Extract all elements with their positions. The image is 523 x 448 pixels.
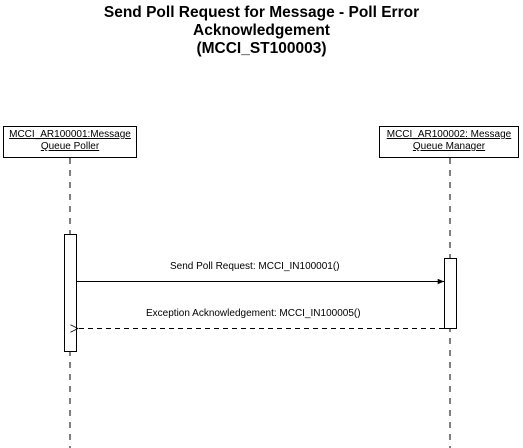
message-label-send-poll-request: Send Poll Request: MCCI_IN100001() — [170, 261, 340, 272]
title-line-1: Send Poll Request for Message - Poll Err… — [103, 4, 420, 21]
activation-bar-right — [444, 258, 457, 329]
message-label-exception-acknowledgement: Exception Acknowledgement: MCCI_IN100005… — [146, 308, 361, 319]
actor-left-line-2: Queue Poller — [40, 141, 100, 152]
actor-right-line-2: Queue Manager — [412, 141, 486, 152]
actor-right-line-1: MCCI_AR100002: Message — [386, 129, 512, 140]
actor-left-line-1: MCCI_AR100001:Message — [9, 129, 131, 140]
title-line-3: (MCCI_ST100003) — [196, 40, 327, 57]
actor-message-queue-poller: MCCI_AR100001:Message Queue Poller — [3, 126, 137, 158]
title-line-2: Acknowledgement — [193, 22, 330, 39]
diagram-title: Send Poll Request for Message - Poll Err… — [0, 4, 523, 58]
activation-bar-left — [64, 234, 77, 352]
actor-message-queue-manager: MCCI_AR100002: Message Queue Manager — [379, 126, 519, 158]
